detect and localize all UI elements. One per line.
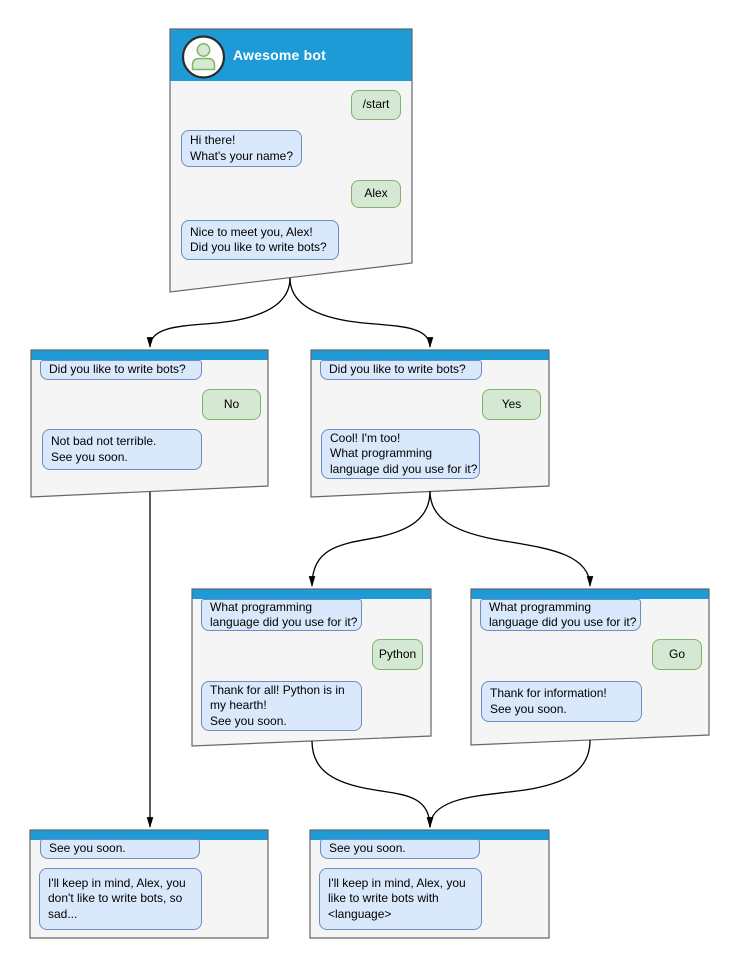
arrow-go-to-end xyxy=(426,739,591,829)
arrow-python-to-end xyxy=(311,740,434,829)
window-frame xyxy=(169,28,413,293)
window-frame xyxy=(470,588,710,746)
bot-message-bubble: Nice to meet you, Alex! Did you like to … xyxy=(181,220,339,260)
window-titlebar xyxy=(31,350,268,360)
bot-message-bubble: What programming language did you use fo… xyxy=(480,599,641,631)
arrow-yes-to-python xyxy=(308,490,431,588)
person-icon xyxy=(191,43,216,71)
flow-arrows xyxy=(146,277,594,829)
bot-message-bubble: What programming language did you use fo… xyxy=(201,599,362,631)
window-titlebar xyxy=(310,830,549,840)
user-message-bubble: Yes xyxy=(482,389,541,420)
arrow-yes-to-go xyxy=(429,490,594,588)
bot-message-bubble: See you soon. xyxy=(40,839,200,859)
bot-message-bubble: Not bad not terrible. See you soon. xyxy=(42,429,202,470)
user-message-bubble: Alex xyxy=(351,180,401,208)
window-title-awesome-bot: Awesome bot xyxy=(233,47,326,63)
user-message-bubble: /start xyxy=(351,90,401,120)
window-titlebar xyxy=(311,350,549,360)
bot-message-bubble: Did you like to write bots? xyxy=(320,360,482,380)
window-frame xyxy=(29,829,269,939)
user-message-bubble: Go xyxy=(652,639,702,670)
user-message-bubble: Python xyxy=(372,639,423,670)
avatar-circle xyxy=(181,35,226,79)
window-frame xyxy=(30,349,269,498)
bot-message-bubble: Thank for information! See you soon. xyxy=(481,681,642,722)
window-titlebar xyxy=(471,589,709,599)
bot-message-bubble: I'll keep in mind, Alex, you like to wri… xyxy=(319,868,482,930)
bot-message-bubble: Cool! I'm too! What programming language… xyxy=(321,429,480,479)
bot-message-bubble: Thank for all! Python is in my hearth! S… xyxy=(201,681,362,731)
window-frame xyxy=(191,588,432,747)
window-titlebar xyxy=(30,830,268,840)
arrow-start-to-yes xyxy=(289,277,434,349)
window-frame xyxy=(309,829,550,939)
bot-message-bubble: I'll keep in mind, Alex, you don't like … xyxy=(39,868,202,930)
window-titlebar xyxy=(192,589,431,599)
user-message-bubble: No xyxy=(202,389,261,420)
window-frame xyxy=(310,349,550,498)
bot-message-bubble: See you soon. xyxy=(320,839,480,859)
arrow-start-to-no xyxy=(146,277,291,349)
bot-message-bubble: Hi there! What's your name? xyxy=(181,130,302,167)
bot-message-bubble: Did you like to write bots? xyxy=(40,360,202,380)
avatar xyxy=(181,35,226,79)
